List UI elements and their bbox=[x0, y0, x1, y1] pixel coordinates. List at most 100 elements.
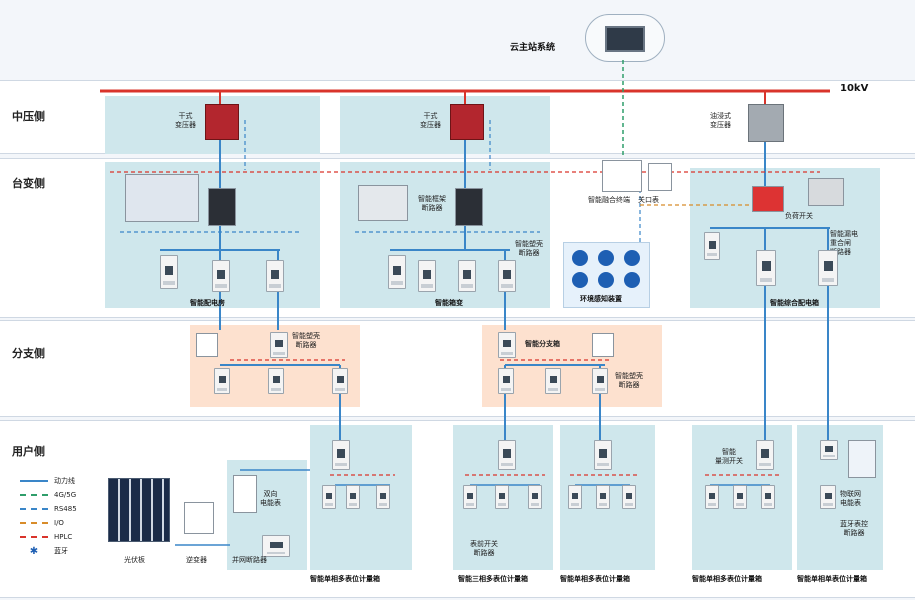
room-label-left: 智能配电房 bbox=[190, 299, 225, 307]
legend-item: I/O bbox=[20, 517, 105, 529]
smart-plastic-label: 智能塑壳 断路器 bbox=[515, 240, 543, 257]
room1-breaker-1 bbox=[160, 255, 178, 289]
room2-breaker-4 bbox=[498, 260, 516, 292]
env-panel-label: 环境感知装置 bbox=[580, 295, 622, 303]
band-branch bbox=[0, 320, 915, 417]
user5-a bbox=[820, 485, 836, 509]
room-label-right: 智能综合配电箱 bbox=[770, 299, 819, 307]
legend-label: 4G/5G bbox=[54, 491, 77, 499]
room2-breaker-2 bbox=[418, 260, 436, 292]
load-switch-label: 负荷开关 bbox=[785, 212, 813, 220]
oil-transformer-icon bbox=[748, 104, 784, 142]
frame-breaker-1 bbox=[208, 188, 236, 226]
bus-voltage-label: 10kV bbox=[840, 83, 869, 94]
meter-front-label: 表前开关 断路器 bbox=[470, 540, 498, 557]
branch-left-1 bbox=[214, 368, 230, 394]
room1-breaker-2 bbox=[212, 260, 230, 292]
branch-left-3 bbox=[332, 368, 348, 394]
smart-leakage-label: 智能漏电 重合闸 断路器 bbox=[830, 230, 858, 256]
legend-item: 动力线 bbox=[20, 475, 105, 487]
room-label-mid: 智能箱变 bbox=[435, 299, 463, 307]
switchroom-photo bbox=[125, 174, 199, 222]
transformer-label-1: 干式 变压器 bbox=[175, 112, 196, 129]
smoke-sensor-icon bbox=[598, 250, 614, 266]
zone-smart-dist bbox=[690, 168, 880, 308]
legend-item: RS485 bbox=[20, 503, 105, 515]
grid-breaker bbox=[262, 535, 290, 557]
legend-swatch bbox=[20, 522, 48, 524]
user1-main bbox=[332, 440, 350, 470]
user1-b bbox=[346, 485, 360, 509]
legend-item: HPLC bbox=[20, 531, 105, 543]
user-box2-label: 智能三相多表位计量箱 bbox=[458, 575, 528, 583]
room2-breaker-1 bbox=[388, 255, 406, 289]
gate-meter bbox=[648, 163, 672, 191]
user-box5-label: 智能单相单表位计量箱 bbox=[797, 575, 867, 583]
fire-sensor-icon bbox=[572, 250, 588, 266]
branch-right-box bbox=[592, 333, 614, 357]
iot-meter bbox=[848, 440, 876, 478]
frame-breaker-2 bbox=[455, 188, 483, 226]
user-box1-label: 智能单相多表位计量箱 bbox=[310, 575, 380, 583]
user4-c bbox=[761, 485, 775, 509]
user4-b bbox=[733, 485, 747, 509]
user3-a bbox=[568, 485, 582, 509]
pv-panel bbox=[108, 478, 170, 542]
row-label-user: 用户侧 bbox=[12, 445, 45, 458]
branch-right-plastic-label: 智能塑壳 断路器 bbox=[615, 372, 643, 389]
room3-breaker-1 bbox=[704, 232, 720, 260]
legend-label: HPLC bbox=[54, 533, 73, 541]
monitor-icon bbox=[605, 26, 645, 52]
bidirectional-meter bbox=[233, 475, 257, 513]
transformer-label-3: 油浸式 变压器 bbox=[710, 112, 731, 129]
smart-meter-switch-label: 智能 量测开关 bbox=[715, 448, 743, 465]
legend-swatch bbox=[20, 480, 48, 482]
temp-sensor-icon bbox=[624, 250, 640, 266]
room1-breaker-3 bbox=[266, 260, 284, 292]
bidirectional-meter-label: 双向 电能表 bbox=[260, 490, 281, 507]
bt-breaker-label: 蓝牙表控 断路器 bbox=[840, 520, 868, 537]
legend-swatch bbox=[20, 508, 48, 510]
legend-label: 动力线 bbox=[54, 477, 75, 485]
pv-panel-label: 光伏板 bbox=[124, 556, 145, 564]
room3-breaker-2 bbox=[756, 250, 776, 286]
humidity-sensor-icon bbox=[598, 272, 614, 288]
legend-label: 蓝牙 bbox=[54, 547, 68, 555]
legend-label: RS485 bbox=[54, 505, 77, 513]
user2-main bbox=[498, 440, 516, 470]
branch-right-main bbox=[498, 332, 516, 358]
legend-item: 4G/5G bbox=[20, 489, 105, 501]
user-box4-label: 智能单相多表位计量箱 bbox=[692, 575, 762, 583]
user1-c bbox=[376, 485, 390, 509]
grid-breaker-label: 并网断路器 bbox=[232, 556, 267, 564]
row-label-branch: 分支侧 bbox=[12, 347, 45, 360]
load-switch bbox=[752, 186, 784, 212]
legend-item: ✱ 蓝牙 bbox=[20, 545, 105, 557]
transformer-label-2: 干式 变压器 bbox=[420, 112, 441, 129]
branch-left-main bbox=[270, 332, 288, 358]
branch-right-1 bbox=[498, 368, 514, 394]
ring-main-cabinet bbox=[358, 185, 408, 221]
distribution-cabinet bbox=[808, 178, 844, 206]
inverter-label: 逆变器 bbox=[186, 556, 207, 564]
fusion-terminal bbox=[602, 160, 642, 192]
cloud-label: 云主站系统 bbox=[510, 43, 556, 53]
user4-main bbox=[756, 440, 774, 470]
branch-left-label: 智能塑壳 断路器 bbox=[292, 332, 320, 349]
branch-left-2 bbox=[268, 368, 284, 394]
smart-frame-label: 智能框架 断路器 bbox=[418, 195, 446, 212]
branch-left-box bbox=[196, 333, 218, 357]
dry-transformer-icon-1 bbox=[205, 104, 239, 140]
room3-breaker-3 bbox=[818, 250, 838, 286]
room2-breaker-3 bbox=[458, 260, 476, 292]
row-label-transformer: 台变侧 bbox=[12, 177, 45, 190]
user1-a bbox=[322, 485, 336, 509]
user3-main bbox=[594, 440, 612, 470]
user2-a bbox=[463, 485, 477, 509]
user3-c bbox=[622, 485, 636, 509]
bluetooth-icon: ✱ bbox=[29, 545, 39, 557]
dry-transformer-icon-2 bbox=[450, 104, 484, 140]
iot-meter-label: 物联网 电能表 bbox=[840, 490, 861, 507]
user2-c bbox=[528, 485, 542, 509]
